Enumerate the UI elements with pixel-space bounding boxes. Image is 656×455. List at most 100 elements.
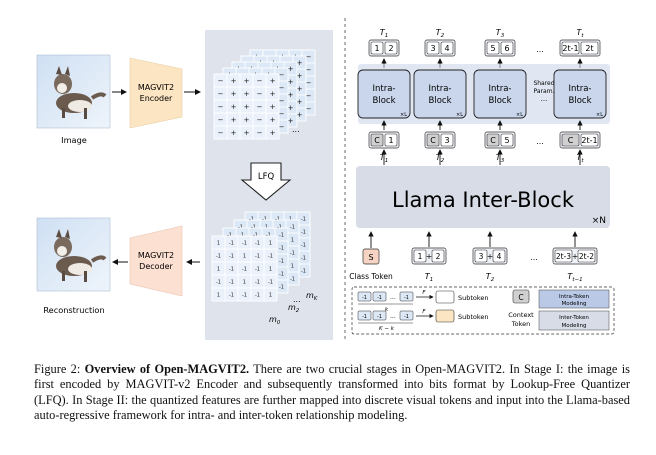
input-image (36, 54, 111, 129)
bottom-token-a (413, 249, 427, 263)
legend-context-label-1: Context (508, 311, 534, 319)
grid-symbol: + (270, 77, 276, 85)
grid-symbol: -1 (229, 266, 234, 272)
grid-symbol: + (231, 116, 237, 124)
legend-bit-text: -1 (362, 314, 367, 320)
grid-symbol: − (257, 129, 263, 137)
reconstruction-image (36, 217, 111, 292)
bottom-token-label: T2 (486, 272, 495, 283)
intra-block-xl: ×L (596, 112, 603, 118)
bottom-token-a-text: 3 (479, 252, 484, 261)
grid-symbol: -1 (229, 279, 234, 285)
mid-token-dots: ... (536, 137, 544, 146)
grid-symbol: + (244, 90, 250, 98)
mid-token-a-text: C (374, 136, 380, 145)
legend-intra-label-1: Intra-Token (559, 294, 590, 300)
legend-subtoken-box (435, 309, 455, 323)
mid-token-a (486, 133, 500, 147)
grid-symbol: -1 (229, 253, 234, 259)
grid-symbol: + (244, 116, 250, 124)
grid-symbol: + (288, 104, 294, 112)
grid-symbol: -1 (229, 240, 234, 246)
grid-symbol: 1 (243, 253, 246, 259)
grid-symbol: -1 (249, 216, 254, 222)
legend-bit (399, 310, 414, 321)
grid-symbol: + (244, 103, 250, 111)
grid-dots-top: ... (292, 125, 300, 134)
mid-token-a (426, 133, 440, 147)
grid-symbol: − (257, 116, 263, 124)
intra-block-label-2: Block (429, 96, 452, 106)
encoder-block (129, 57, 183, 129)
grid-symbol: − (218, 116, 224, 124)
top-token-b (580, 41, 599, 55)
grid-symbol: 1 (217, 240, 220, 246)
grid-symbol: -1 (279, 284, 284, 290)
grid-symbol: 1 (241, 232, 244, 238)
top-token-b-text: 2 (388, 44, 393, 53)
input-tokens: 1+2T13+4T22t-3+2t-2Tt−1... (411, 231, 598, 283)
grid-symbol: + (270, 103, 276, 111)
grid-symbol: 1 (217, 292, 220, 298)
top-token-label: T2 (436, 28, 445, 39)
grid-symbol: -1 (255, 279, 260, 285)
grid-symbol: − (306, 66, 312, 74)
intra-block-xl: ×L (400, 112, 407, 118)
grid-symbol: -1 (290, 250, 295, 256)
legend-bit-text: -1 (404, 314, 409, 320)
top-token-b-text: 6 (504, 44, 509, 53)
grid-symbol: -1 (229, 292, 234, 298)
grid-symbol: + (270, 116, 276, 124)
grid-symbol: -1 (242, 266, 247, 272)
intra-block (413, 69, 467, 119)
class-token-symbol: S (368, 253, 373, 262)
reconstruction-label: Reconstruction (43, 305, 104, 315)
grid-symbol: + (297, 85, 303, 93)
mid-token-a-text: C (568, 136, 574, 145)
llama-inter-block (356, 166, 610, 228)
bottom-token-b (431, 249, 445, 263)
decoder-label-2: Decoder (139, 262, 173, 271)
intra-block-xl: ×L (456, 112, 463, 118)
grid-symbol: 1 (269, 266, 272, 272)
top-token-b (500, 41, 514, 55)
class-token-label: Class Token (349, 272, 393, 281)
legend-inter-label-1: Inter-Token (559, 315, 589, 321)
grid-symbol: -1 (290, 224, 295, 230)
shared-param-label-1: Shared (533, 80, 554, 87)
bottom-token-plus: + (487, 252, 493, 261)
grid-symbol: + (297, 59, 303, 67)
decoder-block (129, 225, 183, 297)
legend-subtoken-label: Subtoken (458, 313, 489, 321)
llama-label: Llama Inter-Block (392, 188, 575, 212)
grid-symbol: -1 (253, 232, 258, 238)
decoder-label-1: MAGVIT2 (138, 251, 174, 260)
legend-f: F (422, 309, 426, 315)
legend-f: F (422, 290, 426, 296)
intra-block-label-1: Intra- (373, 84, 396, 94)
grid-symbol: − (306, 92, 312, 100)
grid-symbol: 1 (243, 279, 246, 285)
intra-block-label-1: Intra- (569, 84, 592, 94)
intra-block (473, 69, 527, 119)
grid-symbol: − (257, 90, 263, 98)
bottom-token-a (554, 249, 573, 263)
grid-symbol: -1 (266, 232, 271, 238)
bottom-token-b (577, 249, 596, 263)
grid-symbol: -1 (301, 255, 306, 261)
grid-symbol: 1 (291, 237, 294, 243)
grid-symbol: 1 (217, 266, 220, 272)
grid-symbol: − (218, 103, 224, 111)
grid-symbol: + (270, 129, 276, 137)
grid-symbol: 1 (269, 240, 272, 246)
caption-prefix: Figure 2: (34, 362, 85, 376)
mid-token-label: T3 (496, 153, 505, 164)
bottom-token-label: T1 (425, 272, 433, 283)
grid-dots: ... (293, 295, 301, 304)
grid-symbol: -1 (255, 266, 260, 272)
legend-bit (357, 310, 372, 321)
bottom-token-b-text: 2 (436, 252, 441, 261)
grid-symbol: + (297, 72, 303, 80)
bottom-token-a-text: 2t-3 (556, 252, 571, 261)
